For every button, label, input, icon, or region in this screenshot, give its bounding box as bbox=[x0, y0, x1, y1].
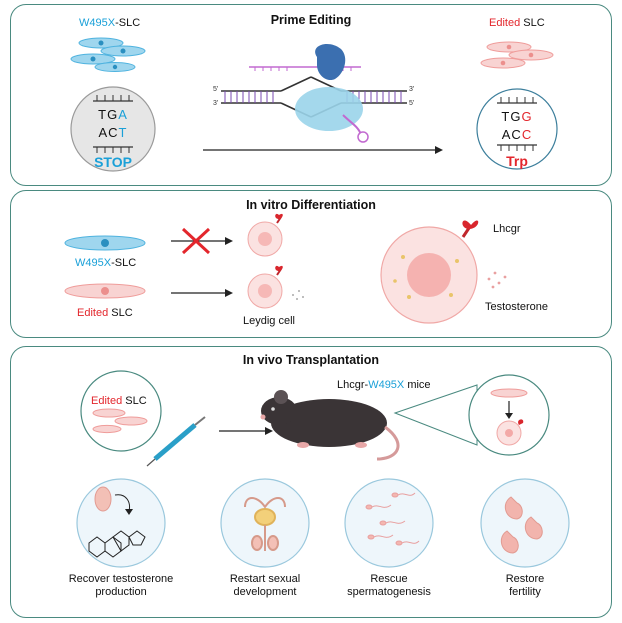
edited-codon-bottom: ACC bbox=[501, 127, 533, 142]
zoom-callout bbox=[393, 384, 478, 446]
mouse-icon bbox=[260, 390, 400, 461]
reproductive-tract-icon bbox=[244, 497, 286, 551]
edited-codon-top: TGG bbox=[501, 109, 533, 124]
embryo-icon bbox=[500, 496, 543, 554]
mutant-cell-cluster bbox=[70, 37, 146, 72]
testosterone-structure-icon bbox=[88, 486, 146, 558]
prime-editing-graphic: 5' 3' 3' 5' bbox=[70, 37, 558, 172]
prime-editing-panel: Prime Editing W495X-SLC Edited SLC bbox=[10, 4, 612, 186]
edited-codon-circle bbox=[476, 88, 558, 170]
svg-text:3': 3' bbox=[409, 86, 414, 93]
sperm-icon bbox=[365, 492, 420, 546]
prime-editor-protein bbox=[295, 43, 369, 143]
mutant-codon-top: TGA bbox=[98, 107, 128, 122]
mutant-slc-label: W495X-SLC bbox=[79, 17, 141, 29]
in-vitro-title: In vitro Differentiation bbox=[246, 198, 376, 212]
trp-label: Trp bbox=[506, 153, 528, 169]
edited-cell-cluster bbox=[480, 41, 554, 69]
outcome-circles bbox=[76, 478, 570, 568]
in-vivo-panel: In vivo Transplantation bbox=[10, 346, 612, 618]
prime-editing-title: Prime Editing bbox=[270, 13, 352, 27]
svg-text:5': 5' bbox=[409, 100, 414, 107]
vitro-edited-label: Edited SLC bbox=[77, 307, 133, 319]
in-vitro-graphic bbox=[64, 213, 507, 324]
syringe-icon bbox=[146, 416, 206, 467]
vivo-edited-slc-label: Edited SLC bbox=[91, 395, 147, 407]
mutant-codon-bottom: ACT bbox=[98, 125, 128, 140]
lhcgr-label: Lhcgr bbox=[493, 223, 521, 235]
stop-label: STOP bbox=[94, 154, 132, 170]
in-vitro-panel: In vitro Differentiation bbox=[10, 190, 612, 338]
svg-text:3': 3' bbox=[213, 100, 218, 107]
in-vivo-graphic bbox=[76, 370, 570, 568]
vitro-mutant-label: W495X-SLC bbox=[75, 257, 137, 269]
in-vivo-title: In vivo Transplantation bbox=[242, 353, 380, 367]
mice-label: Lhcgr-W495X mice bbox=[337, 379, 431, 391]
edited-slc-label: Edited SLC bbox=[489, 17, 545, 29]
leydig-cell-label: Leydig cell bbox=[243, 315, 295, 327]
svg-text:5': 5' bbox=[213, 86, 218, 93]
mutant-codon-circle bbox=[70, 86, 156, 172]
testosterone-label: Testosterone bbox=[485, 301, 548, 313]
